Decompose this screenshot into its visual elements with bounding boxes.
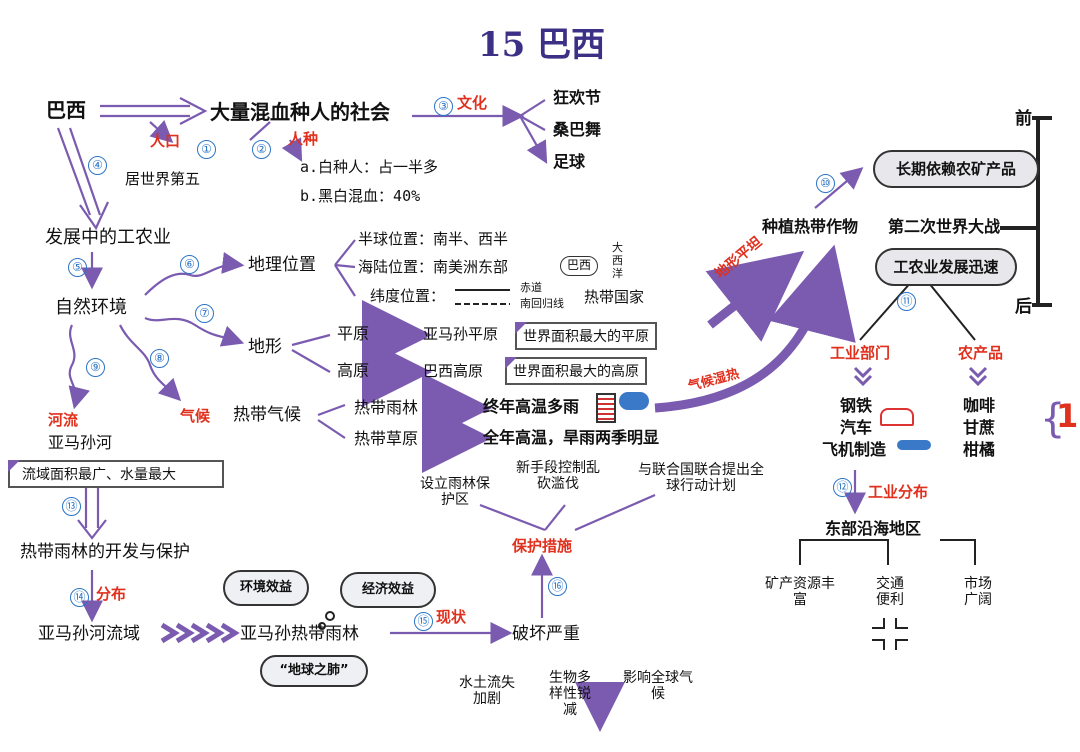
node-crops: 种植热带作物: [762, 217, 859, 236]
node-damage: 破坏严重: [512, 624, 580, 644]
tag-brazil: 巴西: [560, 256, 599, 276]
label-agri: 农产品: [958, 344, 1004, 362]
label-river: 河流: [48, 411, 79, 429]
node-ww2: 第二次世界大战: [888, 217, 1001, 236]
node-brazil: 巴西: [46, 98, 86, 122]
num-5: ⑤: [68, 258, 87, 277]
num-3: ③: [434, 97, 453, 116]
node-amazon-basin: 亚马孙河流域: [38, 624, 140, 644]
agri-item: 甘蔗: [963, 418, 996, 437]
num-10: ⑩: [816, 174, 835, 193]
node-rainforest-dev: 热带雨林的开发与保护: [20, 542, 190, 562]
cloud-dependence: 长期依赖农矿产品: [873, 150, 1039, 188]
text-hemisphere: 半球位置：南半、西半: [358, 230, 509, 248]
bubble-earth-lung: “地球之肺”: [260, 655, 368, 687]
culture-item: 足球: [553, 152, 586, 171]
agri-item: 咖啡: [963, 396, 996, 415]
page-title: 15 巴西: [478, 25, 606, 65]
measure-item: 与联合国联合提出全球行动计划: [638, 462, 764, 495]
rain-cloud-icon: [619, 392, 649, 410]
num-2: ②: [252, 140, 271, 159]
culture-item: 狂欢节: [553, 88, 602, 107]
box-river: 流域面积最广、水量最大: [8, 460, 224, 488]
node-society: 大量混血种人的社会: [210, 100, 390, 124]
num-16: ⑯: [548, 577, 567, 596]
factor-item: 市场广阔: [964, 576, 992, 609]
text-amazon-plain: 亚马孙平原: [423, 325, 499, 343]
num-6: ⑥: [180, 255, 199, 274]
text-plateau: 高原: [337, 361, 370, 380]
text-savanna-desc: 全年高温，旱雨两季明显: [483, 428, 660, 447]
node-terrain: 地形: [248, 337, 282, 357]
text-plain: 平原: [337, 324, 370, 343]
node-nature: 自然环境: [55, 297, 127, 318]
text-tropic: 南回归线: [520, 297, 564, 310]
num-8: ⑧: [150, 349, 169, 368]
label-climate: 气候: [180, 407, 211, 425]
timeline-front: 前: [1015, 109, 1032, 129]
thermometer-icon: [596, 393, 616, 423]
measure-item: 设立雨林保护区: [420, 476, 490, 509]
text-tropical-country: 热带国家: [584, 288, 645, 306]
timeline-back: 后: [1015, 297, 1032, 317]
effect-item: 水土流失加剧: [459, 675, 515, 708]
node-geo: 地理位置: [248, 255, 316, 275]
factor-item: 交通便利: [876, 576, 904, 609]
industry-item: 钢铁: [840, 396, 873, 415]
effect-item: 影响全球气候: [623, 670, 693, 703]
num-11: ⑪: [897, 292, 916, 311]
label-culture: 文化: [457, 94, 488, 112]
node-development: 发展中的工农业: [45, 227, 171, 248]
text-rank: 居世界第五: [125, 170, 201, 188]
label-status: 现状: [436, 608, 467, 626]
num-14: ⑭: [70, 588, 89, 607]
industry-item: 汽车: [840, 418, 873, 437]
box-largest-plateau: 世界面积最大的高原: [505, 357, 647, 385]
rank-one-icon: 1: [1056, 397, 1079, 435]
label-population: 人口: [150, 132, 181, 150]
text-ocean: 大西洋: [612, 241, 623, 280]
measure-item: 新手段控制乱砍滥伐: [516, 460, 600, 493]
arrow-brazil-dev: [56, 127, 102, 216]
car-icon: [880, 408, 914, 426]
culture-item: 桑巴舞: [553, 120, 602, 139]
text-sealand: 海陆位置：南美洲东部: [358, 258, 509, 276]
box-largest-plain: 世界面积最大的平原: [515, 322, 657, 350]
node-river: 亚马孙河: [48, 433, 113, 452]
text-race-b: b.黑白混血：40%: [300, 187, 421, 205]
num-1: ①: [197, 140, 216, 159]
text-rainforest-desc: 终年高温多雨: [483, 397, 580, 416]
bubble-econ-benefit: 经济效益: [340, 572, 436, 608]
label-distribution-2: 分布: [96, 585, 127, 603]
label-distribution: 工业分布: [868, 483, 929, 501]
node-climate: 热带气候: [233, 405, 301, 425]
text-savanna: 热带草原: [354, 429, 419, 448]
bubble-env-benefit: 环境效益: [223, 570, 309, 606]
arrow-brazil-society: [100, 104, 190, 118]
cloud-rapid-growth: 工农业发展迅速: [875, 248, 1017, 286]
label-protect: 保护措施: [512, 537, 573, 555]
num-12: ⑫: [833, 478, 852, 497]
node-east-coast: 东部沿海地区: [825, 519, 922, 538]
text-latitude: 纬度位置：: [370, 287, 446, 305]
num-15: ⑮: [414, 612, 433, 631]
agri-item: 柑橘: [963, 440, 996, 459]
industry-item: 飞机制造: [822, 440, 887, 459]
label-race: 人种: [288, 130, 319, 148]
plane-icon: [897, 440, 931, 450]
text-rainforest: 热带雨林: [354, 398, 419, 417]
num-4: ④: [88, 156, 107, 175]
text-equator: 赤道: [520, 281, 542, 294]
num-7: ⑦: [195, 304, 214, 323]
effect-item: 生物多样性锐减: [549, 670, 591, 719]
num-9: ⑨: [86, 358, 105, 377]
label-industry: 工业部门: [830, 344, 891, 362]
num-13: ⑬: [62, 497, 81, 516]
factor-item: 矿产资源丰富: [765, 576, 835, 609]
text-race-a: a.白种人：占一半多: [300, 158, 439, 176]
brace-icon: {: [1040, 396, 1066, 442]
node-amazon-rainforest: 亚马孙热带雨林: [240, 624, 359, 644]
text-brazil-plateau: 巴西高原: [423, 362, 484, 380]
